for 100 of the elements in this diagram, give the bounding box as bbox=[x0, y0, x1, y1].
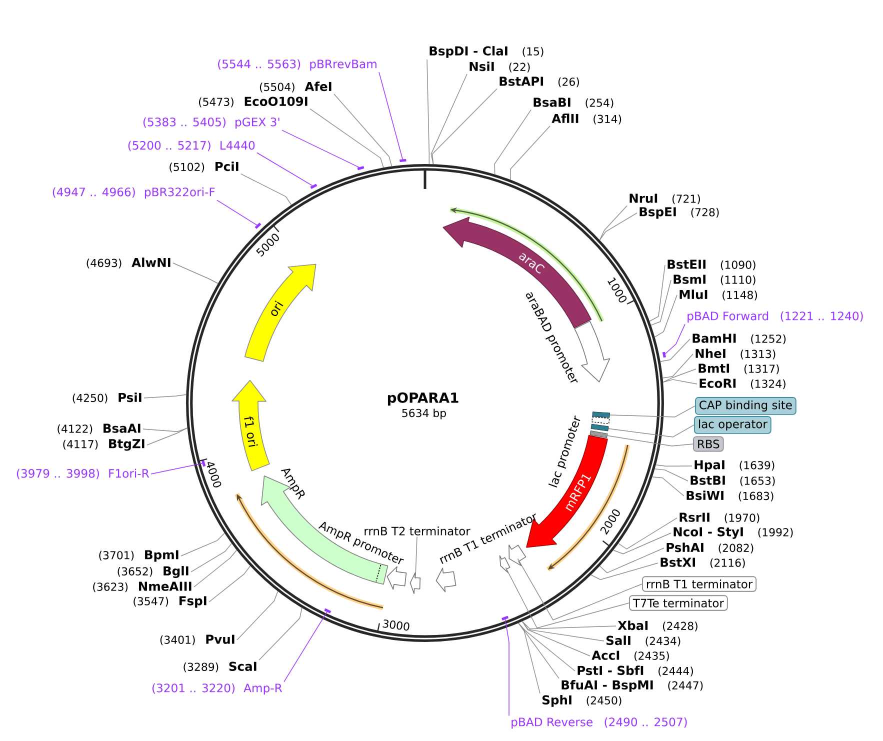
cut-site-label: NsiI (22) bbox=[470, 62, 530, 72]
cut-site-label: (5102) PciI bbox=[170, 162, 238, 172]
leader-line bbox=[517, 558, 642, 620]
leader-line bbox=[522, 620, 616, 630]
cut-site-label: BstXI (2116) bbox=[660, 558, 745, 568]
leader-line bbox=[334, 94, 392, 167]
leader-line bbox=[607, 435, 694, 446]
cut-site-label: BmtI (1317) bbox=[698, 364, 779, 374]
primer-label: (5383 .. 5405) pGEX 3' bbox=[143, 117, 280, 129]
cut-site-label: (4117) BtgZI bbox=[63, 439, 144, 451]
primer-mark bbox=[662, 352, 666, 358]
cut-site-label: (3623) NmeAIII bbox=[93, 582, 192, 592]
tick-label: 3000 bbox=[382, 620, 410, 631]
leader-line bbox=[378, 72, 403, 160]
cut-site-label: (4250) PsiI bbox=[72, 392, 142, 404]
cut-site-label: BsmI (1110) bbox=[674, 274, 756, 286]
cut-site-label: (4122) BsaAI bbox=[58, 424, 140, 434]
leader-line bbox=[655, 464, 692, 467]
leader-line bbox=[432, 88, 498, 165]
leader-line bbox=[144, 394, 187, 398]
primer-mark bbox=[254, 222, 262, 229]
leader-line bbox=[494, 109, 532, 175]
primer-label: (3201 .. 3220) Amp-R bbox=[152, 683, 282, 695]
cut-site-label: PstI - SbfI (2444) bbox=[578, 666, 693, 676]
leader-line bbox=[236, 590, 278, 640]
leader-line bbox=[649, 264, 666, 322]
feature-block: ori bbox=[244, 264, 316, 362]
cut-site-label: (5473) EcoO109I bbox=[198, 96, 308, 108]
leader-line bbox=[510, 126, 550, 180]
cut-site-label: BsiWI (1683) bbox=[686, 490, 774, 502]
cut-site-label: BspDI - ClaI (15) bbox=[430, 46, 544, 58]
leader-line bbox=[654, 468, 688, 482]
cut-site-label: MluI (1148) bbox=[680, 290, 758, 300]
cut-site-label: AflII (314) bbox=[552, 114, 622, 124]
cut-site-label: NruI (721) bbox=[630, 194, 700, 204]
leader-line bbox=[504, 619, 510, 716]
leader-line bbox=[618, 518, 678, 550]
leader-line bbox=[599, 548, 664, 574]
leader-line bbox=[208, 566, 251, 602]
cut-site-label: NheI (1313) bbox=[696, 348, 776, 360]
leader-line bbox=[518, 622, 576, 672]
plasmid-name: pOPARA1 bbox=[388, 392, 458, 406]
sequence-length: 5634 bp bbox=[402, 408, 446, 420]
leader-line bbox=[652, 476, 684, 496]
leader-line bbox=[194, 550, 238, 588]
leader-line bbox=[505, 567, 630, 628]
feature-bar bbox=[590, 430, 608, 438]
leader-line bbox=[518, 622, 540, 694]
primer-label: (5544 .. 5563) pBRrevBam bbox=[218, 59, 376, 71]
leader-line bbox=[142, 428, 188, 432]
cut-site-label: BfuAI - BspMI (2447) bbox=[562, 680, 703, 692]
cut-site-label: (3701) BpmI bbox=[99, 550, 178, 562]
primer-label: pBAD Reverse (2490 .. 2507) bbox=[512, 717, 687, 729]
leader-line bbox=[660, 338, 690, 362]
cut-site-label: BsaBI (254) bbox=[534, 98, 614, 108]
cut-site-label: NcoI - StyI (1992) bbox=[674, 527, 793, 539]
leader-line bbox=[430, 74, 468, 165]
primer-mark bbox=[324, 608, 332, 614]
leader-line bbox=[518, 622, 560, 679]
primer-mark bbox=[310, 184, 318, 189]
feature-bar bbox=[590, 424, 609, 432]
leader-line bbox=[216, 200, 258, 226]
cut-site-label: (3401) PvuI bbox=[160, 634, 234, 646]
cut-site-label: (5504) AfeI bbox=[260, 82, 332, 92]
leader-line bbox=[256, 152, 313, 186]
leader-line bbox=[590, 562, 658, 580]
cut-site-label: (4693) AlwNI bbox=[86, 258, 170, 268]
feature-tag: rrnB T1 terminator bbox=[642, 576, 757, 592]
cut-site-label: (3547) FspI bbox=[134, 596, 206, 608]
cut-site-label: AccI (2435) bbox=[592, 650, 669, 662]
cut-site-label: PshAI (2082) bbox=[666, 542, 754, 554]
cut-site-label: RsrII (1970) bbox=[680, 512, 760, 524]
cut-site-label: SphI (2450) bbox=[542, 695, 622, 707]
primer-mark bbox=[502, 616, 508, 620]
primer-label: (4947 .. 4966) pBR322ori-F bbox=[52, 187, 215, 199]
cut-site-label: BstBI (1653) bbox=[690, 476, 775, 486]
leader-line bbox=[172, 262, 218, 284]
primer-mark bbox=[357, 166, 364, 170]
feature-block bbox=[508, 544, 526, 566]
leader-line bbox=[310, 108, 384, 168]
leader-line bbox=[650, 280, 672, 326]
cut-site-label: EcoRI (1324) bbox=[700, 378, 786, 390]
leader-line bbox=[662, 354, 694, 378]
cut-site-label: BspEI (728) bbox=[640, 207, 719, 219]
cut-site-label: HpaI (1639) bbox=[694, 460, 774, 472]
feature-block bbox=[410, 572, 421, 594]
tick-label: 4000 bbox=[206, 462, 222, 488]
leader-line bbox=[599, 212, 638, 240]
leader-line bbox=[599, 205, 628, 240]
leader-line bbox=[258, 607, 302, 660]
cut-site-label: XbaI (2428) bbox=[618, 620, 698, 632]
primer-label: (3979 .. 3998) F1ori-R bbox=[16, 468, 150, 480]
cut-site-label: BamHI (1252) bbox=[692, 334, 786, 344]
primer-label: pBAD Forward (1221 .. 1240) bbox=[688, 311, 863, 323]
leader-line bbox=[282, 130, 360, 168]
leader-line bbox=[654, 294, 678, 338]
feature-tag: CAP binding site bbox=[695, 397, 796, 415]
leader-line bbox=[664, 324, 686, 354]
leader-line bbox=[415, 536, 418, 579]
leader-line bbox=[190, 543, 232, 572]
